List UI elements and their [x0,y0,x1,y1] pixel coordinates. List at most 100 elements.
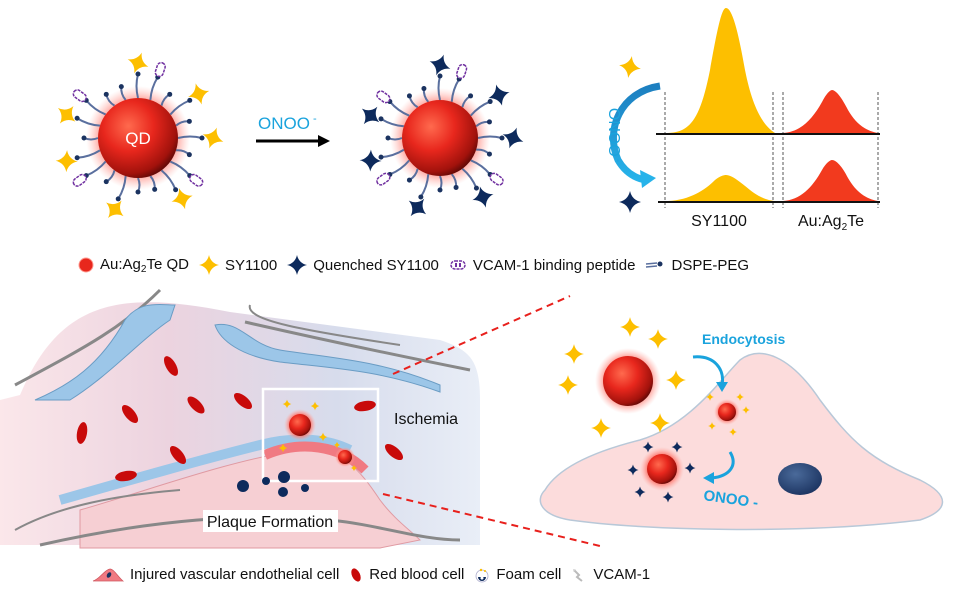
peptide-icon [450,260,466,270]
sy1100-star [99,193,131,225]
qd-sphere-icon [78,257,94,273]
vcam1-peptide [455,63,468,80]
legend-item-peptide: VCAM-1 binding peptide [449,256,636,274]
peg-terminal [453,184,459,190]
endothelial-cell-zoom [539,317,943,531]
peg-terminal [74,155,80,161]
peg-terminal [135,189,141,195]
sy1100-star [168,185,196,213]
spectra-xlabel-sy1100: SY1100 [691,213,747,230]
peg-terminal [199,135,205,141]
legend-item-sy1100: SY1100 [198,255,277,275]
legend-label: Foam cell [496,566,562,583]
peg-terminal [486,119,492,125]
legend-label: DSPE-PEG [671,256,750,274]
vcam1-peptide [72,173,87,187]
red-blood-cell-icon [351,567,361,582]
sy1100-star [185,80,213,108]
qd-probe-active [51,48,228,225]
quenched-sy1100-star [485,81,513,109]
spectra-onoo-label: ONOO- [605,108,623,162]
legend-top: Au:Ag2Te QD SY1100 Quenched SY1100 VCAM-… [78,255,759,275]
spectra-xlabel-auag2te: Au:Ag2Te [798,213,864,233]
plaque-formation-label: Plaque Formation [207,514,333,531]
dspe-peg-chain [437,75,441,101]
peg-terminal [487,99,493,105]
peg-terminal [406,93,412,99]
peg-terminal [418,194,424,200]
sy1100-star-icon [617,54,643,80]
legend-item-endothelial: Injured vascular endothelial cell [92,566,339,583]
legend-label: Quenched SY1100 [313,256,439,274]
legend-label: VCAM-1 [593,566,651,583]
qd-sphere [98,98,178,178]
sy1100-star [55,149,79,173]
peg-terminal [103,91,109,97]
peg-terminal [385,135,391,141]
vcam1-peptide [72,89,87,103]
vcam1-peptide [189,173,204,187]
plaque-label-bg [203,510,338,532]
peg-terminal [473,185,479,191]
peg-terminal [115,196,121,202]
red-blood-cells [76,356,404,482]
peg-terminal [81,135,87,141]
legend-item-rbc: Red blood cell [349,566,464,583]
endocytosis-label: Endocytosis [702,331,785,347]
peg-terminal [378,154,384,160]
sy1100-star [51,99,83,131]
peg-terminal [378,116,384,122]
auag2te-spectrum-after [783,160,878,201]
dspe-peg-chain [477,135,503,139]
spectra-panel [610,8,880,213]
peg-terminal [406,177,412,183]
quenched-sy1100-star [469,183,497,211]
peg-terminal [74,115,80,121]
blood-vessel-scene [0,288,601,549]
endocytosis-arrow [692,355,725,386]
vcam1-peptide [154,61,166,78]
peg-terminal [167,91,173,97]
peg-terminal [103,179,109,185]
peg-terminal [173,187,179,193]
ischemia-label: Ischemia [394,411,458,428]
quenched-star-icon [619,191,641,213]
quenched-star-icon [287,255,308,275]
peg-terminal [118,84,124,90]
endothelial-cell-icon [92,568,124,581]
auag2te-spectrum-before [783,90,878,133]
qd-label: QD [125,129,151,148]
dspe-peg-chain [135,73,139,99]
onoo-curved-arrow [610,82,661,184]
reaction-arrow-label: ONOO- [258,113,317,133]
qd-sphere [402,100,478,176]
zoom-region-box [261,387,380,483]
peg-terminal [437,187,443,193]
peg-terminal [499,135,505,141]
reaction-arrow [256,135,330,147]
qd-probe-quenched [355,50,528,223]
zoom-line-upper [392,295,571,375]
sy1100-spectrum-after [668,175,774,201]
legend-label: Au:Ag2Te QD [100,255,189,275]
quenched-sy1100-star [355,100,387,131]
foam-cell-icon [475,568,489,582]
legend-item-dspe-peg: DSPE-PEG [645,257,749,274]
peg-terminal [421,86,427,92]
peg-terminal [135,71,141,77]
quenched-sy1100-star [359,149,382,172]
peg-terminal [486,151,492,157]
legend-label: VCAM-1 binding peptide [472,256,636,274]
cell-nucleus [778,463,822,495]
peg-terminal [186,118,192,124]
vcam1-icon [573,568,584,582]
peg-terminal [152,186,158,192]
vcam1-peptide [489,172,504,186]
dspe-peg-chain [177,135,203,139]
dspe-peg-icon [646,261,663,268]
sy1100-star-icon [198,255,219,275]
vcam1-peptide [376,90,391,104]
zoom-line-lower [382,493,601,547]
sy1100-spectrum-before [668,8,775,133]
